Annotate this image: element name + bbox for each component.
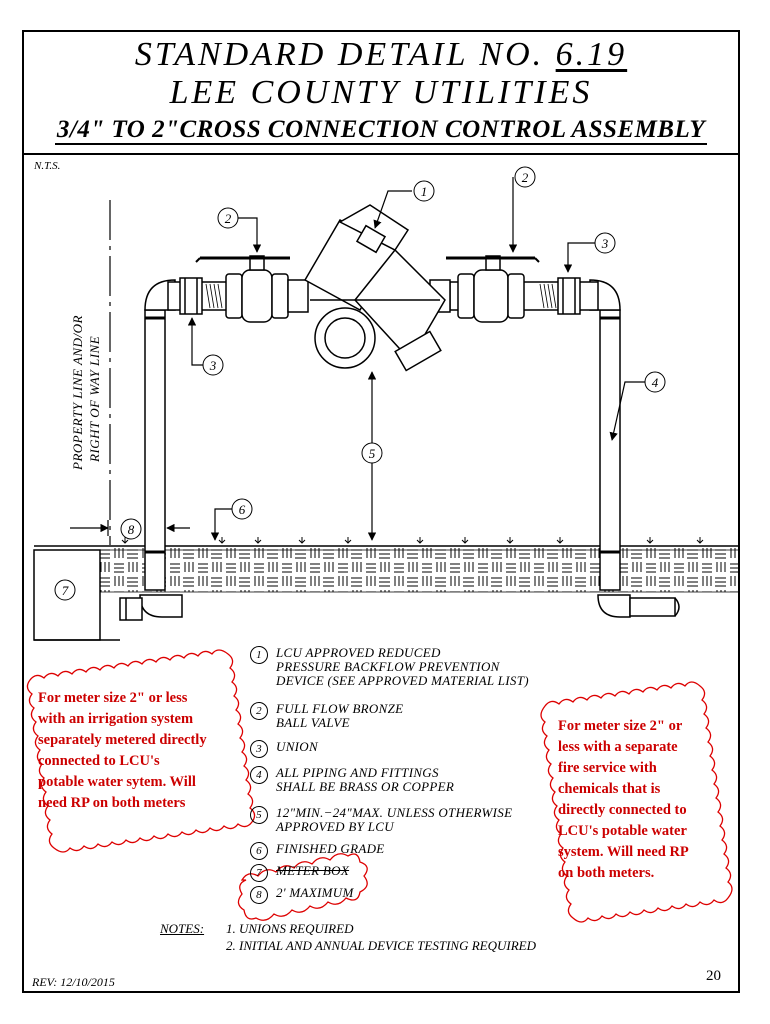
right-annotation-line-4: chemicals that is [558,781,661,797]
property-line-label-1: PROPERTY LINE AND/OR [70,315,85,471]
annotation-clouds [26,649,733,923]
right-annotation-line-8: on both meters. [558,865,655,881]
left-annotation-line-6: need RP on both meters [38,795,186,811]
legend-text-5b: APPROVED BY LCU [276,819,394,834]
left-annotation-line-2: with an irrigation system [38,711,194,727]
callout-8: 8 [128,522,135,537]
maximum-note-cloud [237,853,368,921]
left-ball-valve [195,255,290,323]
revision-date: REV: 12/10/2015 [32,975,115,989]
legend-num-6: 6 [250,842,268,860]
right-annotation-line-3: fire service with [558,760,657,776]
legend-text-4b: SHALL BE BRASS OR COPPER [276,779,455,794]
right-ball-valve [446,255,540,323]
detail-number: 6.19 [555,36,628,73]
notes-label: NOTES: [160,921,205,936]
right-annotation-line-7: system. Will need RP [558,844,689,860]
left-annotation-line-5: potable water sytem. Will [38,774,196,790]
legend-text-1a: LCU APPROVED REDUCED [276,645,441,660]
backflow-prevention-device [287,204,451,372]
legend-text-2b: BALL VALVE [276,715,350,730]
legend-text-5a: 12"MIN.−24"MAX. UNLESS OTHERWISE [276,805,513,820]
left-annotation-line-1: For meter size 2" or less [38,690,188,706]
legend-num-5: 5 [250,806,268,824]
right-annotation-line-1: For meter size 2" or [558,718,683,734]
ground-section [34,545,740,593]
legend-num-1: 1 [250,646,268,664]
drawing-frame [22,30,740,993]
page-number: 20 [706,968,721,984]
callout-6: 6 [239,502,246,517]
callout-4: 4 [652,375,659,390]
callout-3-left: 3 [209,358,217,373]
scale-note: N.T.S. [34,160,61,172]
left-annotation-line-3: separately metered directly [38,732,207,748]
legend-text-4a: ALL PIPING AND FITTINGS [276,765,439,780]
legend-text-6: FINISHED GRADE [276,841,385,856]
left-annotation-text: For meter size 2" or less with an irriga… [38,688,207,814]
note-1: 1. UNIONS REQUIRED [226,921,354,936]
detail-title-prefix: STANDARD DETAIL NO. [134,36,545,73]
callout-2-right: 2 [522,170,529,185]
legend-text-7: METER BOX [276,863,350,878]
legend-num-4: 4 [250,766,268,784]
note-2: 2. INITIAL AND ANNUAL DEVICE TESTING REQ… [226,938,536,953]
detail-title: STANDARD DETAIL NO. 6.19 [22,36,740,74]
finished-grade-marks [121,537,704,544]
callout-markers [54,166,666,601]
callout-7: 7 [62,583,69,598]
legend-item-7: 7 METER BOX [250,864,550,882]
legend-text-8: 2' MAXIMUM [276,885,354,900]
left-annotation-cloud [26,649,256,853]
assembly-title: 3/4" TO 2"CROSS CONNECTION CONTROL ASSEM… [22,116,740,145]
agency-name: LEE COUNTY UTILITIES [169,74,593,111]
legend-num-2: 2 [250,702,268,720]
callout-1: 1 [421,184,428,199]
right-annotation-text: For meter size 2" or less with a separat… [558,716,689,884]
callout-labels: 1 2 2 3 3 4 5 6 8 7 [62,170,659,598]
right-annotation-cloud [540,681,733,923]
callout-3-right: 3 [601,236,609,251]
legend-item-3: 3 UNION [250,740,550,758]
legend-num-8: 8 [250,886,268,904]
title-block: STANDARD DETAIL NO. 6.19 LEE COUNTY UTIL… [22,30,740,155]
legend-num-7: 7 [250,864,268,882]
leader-lines [70,177,645,541]
property-line-label-2: RIGHT OF WAY LINE [87,336,102,463]
property-line-label: PROPERTY LINE AND/OR RIGHT OF WAY LINE [70,315,102,471]
callout-2-left: 2 [225,211,232,226]
legend-num-3: 3 [250,740,268,758]
right-annotation-line-5: directly connected to [558,802,687,818]
legend-text-1c: DEVICE (SEE APPROVED MATERIAL LIST) [276,673,529,688]
notes-block: NOTES: 1. UNIONS REQUIRED 2. INITIAL AND … [160,920,536,954]
legend-item-8: 8 2' MAXIMUM [250,886,550,904]
callout-5: 5 [369,446,376,461]
assembly-title-text: 3/4" TO 2"CROSS CONNECTION CONTROL ASSEM… [54,116,708,145]
left-annotation-line-4: connected to LCU's [38,753,160,769]
legend-text-3: UNION [276,739,318,754]
legend-text-1b: PRESSURE BACKFLOW PREVENTION [276,659,500,674]
left-union-body [179,277,203,315]
legend-text-2a: FULL FLOW BRONZE [276,701,404,716]
right-annotation-line-2: less with a separate [558,739,678,755]
right-annotation-line-6: LCU's potable water [558,823,687,839]
legend-item-6: 6 FINISHED GRADE [250,842,550,860]
